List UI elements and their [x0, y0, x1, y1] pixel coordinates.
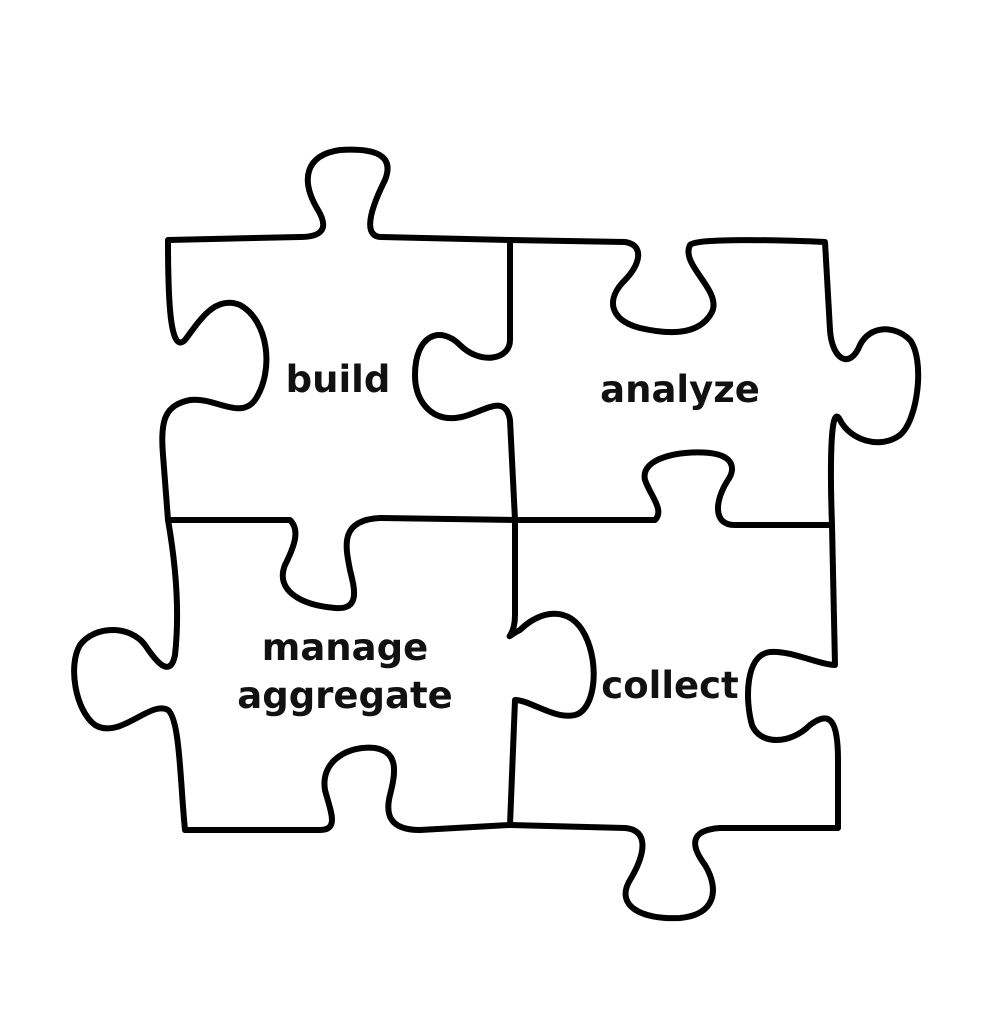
divider-horizontal: [165, 449, 835, 612]
label-build: build: [285, 358, 391, 401]
label-analyze: analyze: [600, 368, 760, 411]
piece-manage-outline: [71, 517, 513, 833]
label-collect: collect: [601, 664, 739, 707]
label-manage: manage aggregate: [230, 624, 460, 720]
piece-collect-outline: [507, 522, 841, 922]
piece-analyze-outline: [507, 237, 922, 528]
divider-top-vertical: [412, 237, 518, 523]
label-manage-line1: manage: [261, 626, 429, 669]
label-manage-line2: aggregate: [237, 674, 453, 717]
divider-bottom-vertical: [506, 517, 597, 828]
piece-build-outline: [159, 146, 513, 523]
